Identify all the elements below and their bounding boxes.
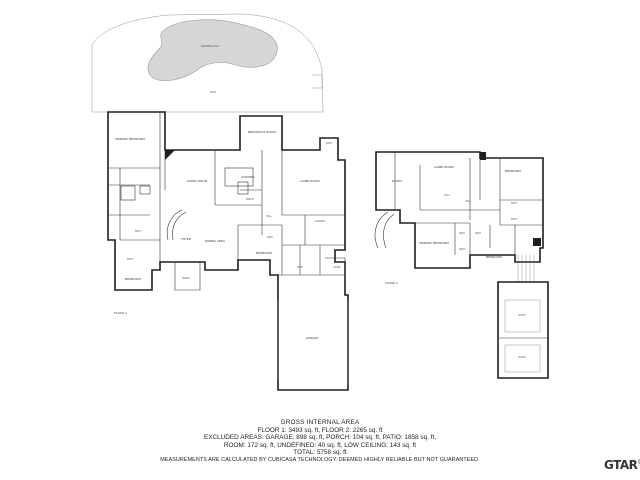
label-bath-1: BATH	[326, 142, 332, 145]
floor-2-straight-stair	[517, 255, 535, 282]
label-f2-bedroom-2: BEDROOM	[486, 255, 502, 259]
label-f2-primary-bedroom: PRIMARY BEDROOM	[419, 241, 449, 245]
label-f2-room-3: ROOM	[519, 356, 526, 359]
floor-2-stair-curve-inner	[383, 213, 395, 249]
label-f2-bath-1: BATH	[511, 202, 517, 205]
floor-2-plan: ROOM GAME ROOM BEDROOM HALL HALL BATH BA…	[374, 151, 549, 379]
label-patio: PATIO	[210, 91, 216, 94]
label-breakfast-room: BREAKFAST ROOM	[248, 130, 276, 134]
area-line-4: TOTAL: 5758 sq. ft	[293, 449, 347, 457]
label-f2-room: ROOM	[392, 179, 402, 183]
kitchen-island	[224, 167, 254, 187]
porch-outline	[174, 262, 201, 291]
label-foyer: FOYER	[181, 237, 191, 241]
label-f2-bath-3: BATH	[459, 232, 465, 235]
patio-outline	[91, 13, 324, 113]
logo-text: GTAR	[604, 458, 638, 472]
label-room-1: ROOM	[334, 266, 341, 269]
bonus-room-2-low-ceiling	[504, 344, 541, 373]
vanity	[139, 185, 151, 195]
label-f2-room-2: ROOM	[519, 314, 526, 317]
bathtub	[120, 185, 136, 201]
floor-1-outer-wall	[107, 111, 349, 391]
bonus-room-low-ceiling	[504, 299, 541, 333]
label-dining-area: DINING AREA	[205, 239, 226, 243]
floor-1-stair-curve	[166, 209, 183, 241]
label-kitchen: KITCHEN	[242, 175, 255, 179]
fireplace-mark	[165, 150, 175, 160]
label-f2-bath-4: BATH	[475, 232, 481, 235]
label-f2-bath-2: BATH	[511, 218, 517, 221]
floor-1-plan: SWIMMING POOL PATIO	[91, 13, 349, 391]
area-line-1: FLOOR 1: 3493 sq. ft, FLOOR 2: 2265 sq. …	[257, 426, 383, 434]
floor-2-interior-walls	[394, 152, 543, 255]
label-bath-4: BATH	[127, 258, 133, 261]
floor-1-interior-walls	[108, 112, 345, 276]
label-f2-bath-5: BATH	[459, 248, 465, 251]
area-line-2: EXCLUDED AREAS: GARAGE: 898 sq. ft, PORC…	[203, 434, 437, 442]
label-f2-game-room: GAME ROOM	[434, 165, 454, 169]
logo-registered-mark: ®	[637, 458, 640, 466]
floor-2-stair-curve	[374, 211, 389, 249]
label-living-room: LIVING ROOM	[187, 179, 208, 183]
label-floor-2: FLOOR 2	[385, 281, 398, 285]
kitchen-counter	[237, 181, 249, 195]
label-garage: GARAGE	[306, 336, 319, 340]
label-primary-bedroom: PRIMARY BEDROOM	[115, 137, 145, 141]
area-summary: GROSS INTERNAL AREA FLOOR 1: 3493 sq. ft…	[120, 419, 520, 465]
label-pantry: PANTRY	[246, 198, 255, 201]
floor-2-bonus-wing	[497, 281, 549, 379]
swimming-pool-shape	[147, 19, 278, 82]
label-bedroom-1: BEDROOM	[256, 251, 272, 255]
patio-step	[312, 74, 323, 89]
floor-2-chimney	[533, 238, 541, 246]
label-game-room: GAME ROOM	[300, 179, 320, 183]
label-f2-hall-1: HALL	[444, 194, 450, 197]
label-floor-1: FLOOR 1	[114, 311, 127, 315]
label-swimming-pool: SWIMMING POOL	[201, 45, 220, 48]
label-bath-2: BATH	[135, 230, 141, 233]
label-porch: PORCH	[182, 277, 190, 280]
gtar-logo: GTAR®	[604, 458, 640, 472]
label-f2-bedroom-1: BEDROOM	[505, 169, 521, 173]
floor-1-stair-curve-inner	[172, 211, 187, 241]
label-bedroom-2: BEDROOM	[125, 277, 141, 281]
label-bath-3: BATH	[267, 236, 273, 239]
label-bath-5: BATH	[297, 266, 303, 269]
area-disclaimer: MEASUREMENTS ARE CALCULATED BY CUBICASA …	[160, 456, 480, 463]
label-f2-hall-2: HALL	[465, 200, 471, 203]
floor-2-fireplace	[480, 152, 486, 160]
label-laundry: LAUNDRY	[315, 220, 326, 223]
side-room-outline	[325, 257, 346, 285]
area-line-3: ROOM: 172 sq. ft, UNDEFINED: 40 sq. ft, …	[223, 441, 417, 449]
area-title: GROSS INTERNAL AREA	[280, 419, 360, 426]
label-hall-1: HALL	[266, 215, 272, 218]
